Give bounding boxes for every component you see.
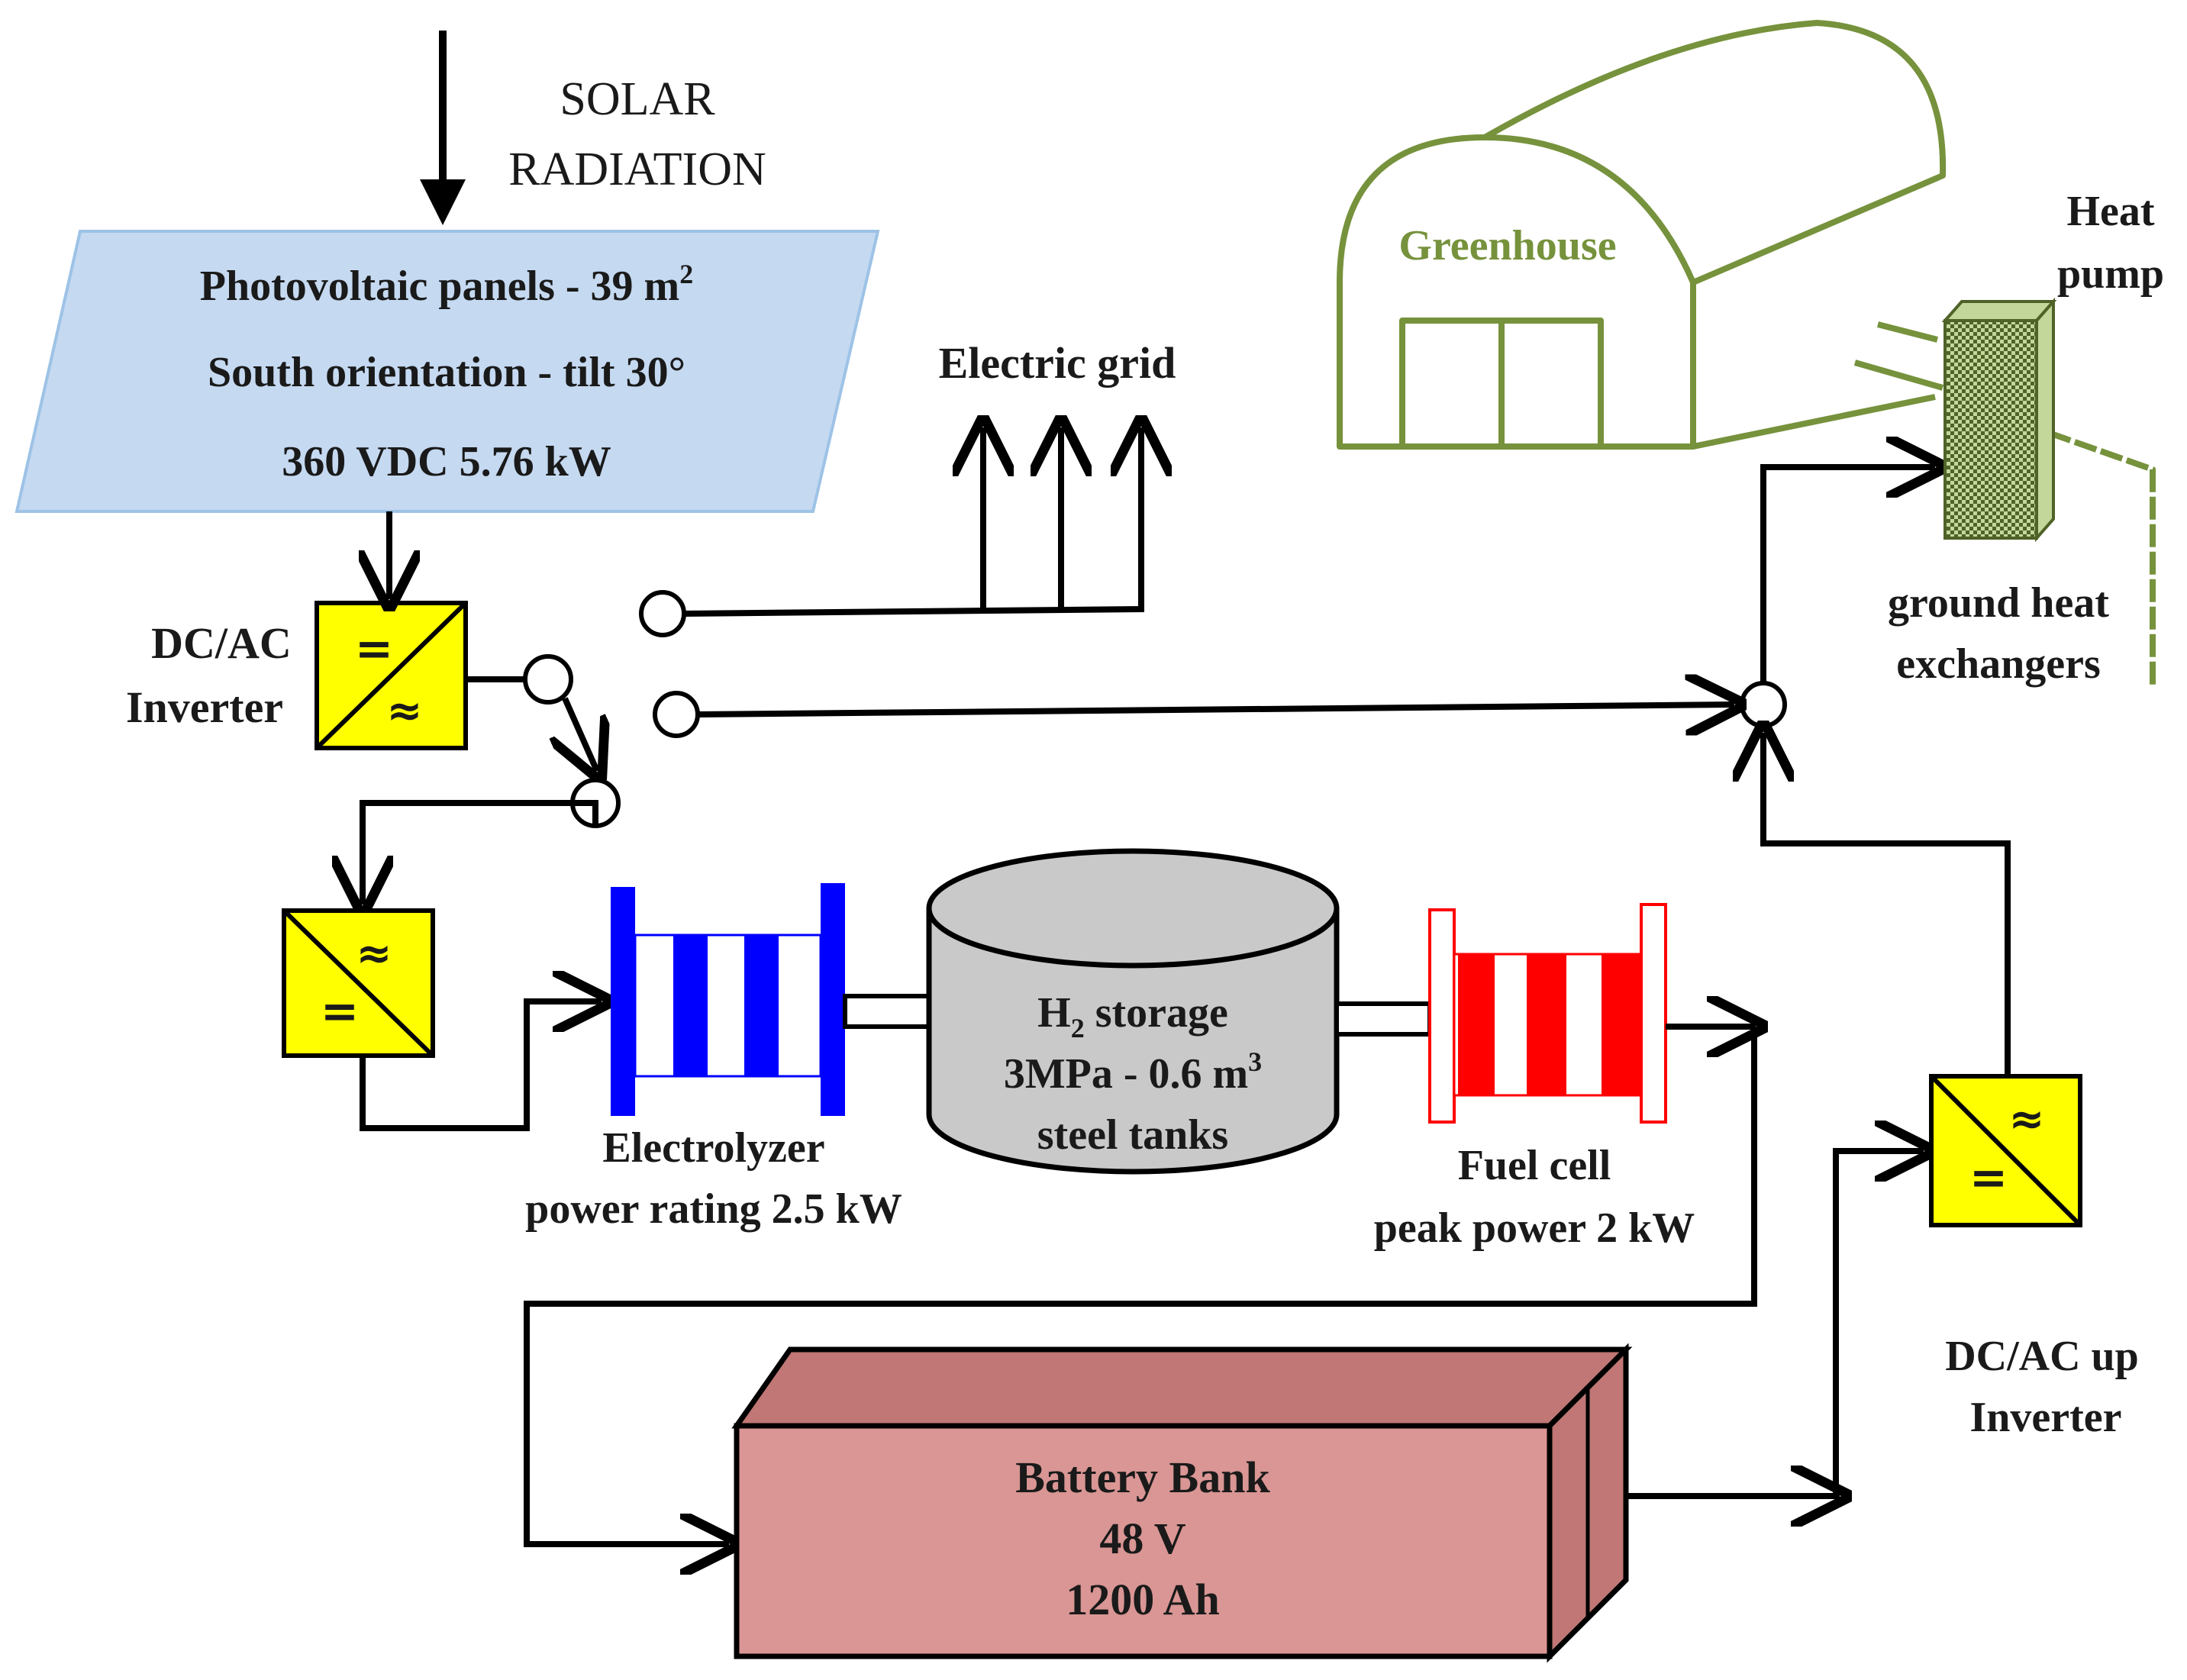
heatpump-node xyxy=(653,691,700,738)
heat-pump-label-line2: pump xyxy=(2057,250,2164,298)
switch-arrow xyxy=(565,697,597,771)
ground-hx-label-line1: ground heat xyxy=(1888,579,2109,627)
ac-symbol-icon: ≈ xyxy=(356,929,392,979)
heat-pump-side xyxy=(2035,297,2055,543)
battery-bank: Battery Bank 48 V 1200 Ah xyxy=(731,1343,1633,1663)
battery-top xyxy=(731,1346,1633,1429)
dc-ac-inverter-label-line1: DC/AC xyxy=(151,618,292,668)
pv-panel-line1: Photovoltaic panels - 39 m2 xyxy=(200,259,693,310)
battery-label-line1: Battery Bank xyxy=(1015,1453,1270,1502)
greenhouse: Greenhouse xyxy=(1337,20,2156,687)
h2-storage-line3: steel tanks xyxy=(1037,1111,1228,1159)
pv-panel: Photovoltaic panels - 39 m2 South orient… xyxy=(15,230,880,513)
heatpump-merge-node xyxy=(1740,681,1787,728)
h2-storage-tank xyxy=(926,908,1340,1175)
battery-label-line2: 48 V xyxy=(1099,1514,1185,1563)
solar-label-line1: SOLAR xyxy=(560,73,715,125)
pv-panel-line3: 360 VDC 5.76 kW xyxy=(282,438,611,485)
solar-label-line2: RADIATION xyxy=(508,143,766,195)
pv-panel-line2: South orientation - tilt 30° xyxy=(208,349,685,396)
pv-panel-shape xyxy=(15,230,880,513)
heat-pump-box xyxy=(1943,319,2038,540)
fuel-cell-label-line2: peak power 2 kW xyxy=(1374,1204,1695,1252)
h2-storage-line1: H2 storage xyxy=(1037,989,1228,1043)
dc-ac-inverter: = ≈ DC/AC Inverter xyxy=(126,601,468,750)
inverter-output-node xyxy=(523,654,573,705)
ac-symbol-icon: ≈ xyxy=(387,686,423,736)
heat-pump-label-line1: Heat xyxy=(2066,188,2154,235)
greenhouse-door-right xyxy=(1498,318,1604,450)
dc-symbol-icon: = xyxy=(321,985,359,1038)
electric-grid-label: Electric grid xyxy=(939,338,1176,388)
battery-label-line3: 1200 Ah xyxy=(1066,1575,1219,1624)
fuel-cell: Fuel cell peak power 2 kW xyxy=(1374,903,1695,1252)
greenhouse-front xyxy=(1337,134,1696,450)
electrolyzer-label-line1: Electrolyzer xyxy=(602,1124,824,1172)
electrolyzer: Electrolyzer power rating 2.5 kW xyxy=(525,883,902,1233)
greenhouse-roof xyxy=(1483,20,1947,285)
grid-node xyxy=(639,590,686,637)
battery-front xyxy=(734,1423,1553,1659)
ac-dc-converter: ≈ = xyxy=(282,800,602,1131)
heat-pump: Heat pump ground heat exchangers xyxy=(1888,188,2164,688)
electrolyzer-label-line2: power rating 2.5 kW xyxy=(525,1185,902,1233)
switch-nodes xyxy=(466,590,1787,828)
dc-ac-up-inverter: ≈ = DC/AC up Inverter xyxy=(1929,1074,2139,1441)
electric-grid: Electric grid xyxy=(683,338,1176,617)
fuel-cell-label-line1: Fuel cell xyxy=(1458,1142,1611,1189)
dc-ac-inverter-label-line2: Inverter xyxy=(126,682,283,732)
greenhouse-door-left xyxy=(1399,318,1505,450)
dc-ac-up-inverter-label-line2: Inverter xyxy=(1969,1394,2121,1441)
dc-symbol-icon: = xyxy=(355,622,393,676)
greenhouse-label: Greenhouse xyxy=(1398,222,1616,269)
dc-ac-up-inverter-label-line1: DC/AC up xyxy=(1945,1333,2139,1380)
dc-symbol-icon: = xyxy=(1969,1151,2008,1204)
h2-storage-line2: 3MPa - 0.6 m3 xyxy=(1004,1046,1262,1098)
ac-symbol-icon: ≈ xyxy=(2009,1095,2045,1144)
h2-storage: H2 storage 3MPa - 0.6 m3 steel tanks xyxy=(926,848,1340,1175)
solar-radiation: SOLAR RADIATION xyxy=(420,31,766,225)
ground-hx-label-line2: exchangers xyxy=(1896,640,2101,688)
